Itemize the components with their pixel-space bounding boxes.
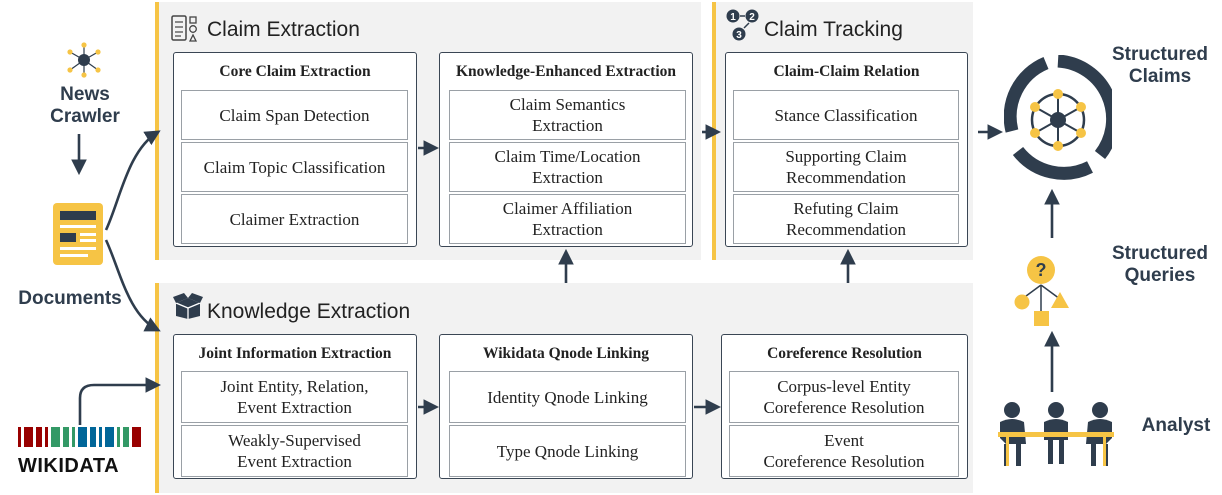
claim-topic-classification: Claim Topic Classification [181,142,408,192]
knowledge-enhanced-extraction-title: Knowledge-Enhanced Extraction [455,63,677,80]
structured-queries-label: Structured Queries [1111,243,1209,286]
svg-text:3: 3 [736,30,742,41]
claimer-extraction: Claimer Extraction [181,194,408,244]
knowledge-extraction-title: Knowledge Extraction [207,300,411,323]
document-icon [52,202,104,266]
structured-claims-icon [1003,54,1120,183]
coreference-resolution-title: Coreference Resolution [767,345,922,362]
documents-label: Documents [18,288,122,309]
structured-claims-label: Structured Claims [1111,44,1209,87]
wikidata-to-joint-extraction-arrow [78,377,162,425]
type-qnode-linking: Type Qnode Linking [449,425,686,477]
documents-to-claim-extraction-arrow [104,130,161,231]
core-claim-extraction-title: Core Claim Extraction [219,63,371,80]
analyst-label: Analyst [1141,415,1211,436]
claim-extraction-title: Claim Extraction [207,18,360,41]
weakly-supervised-event-extraction: Weakly-Supervised Event Extraction [181,425,408,477]
claim-time-location-extraction: Claim Time/Location Extraction [449,142,686,192]
structured-queries-icon: ? [1010,255,1072,330]
news-crawler-label: News Crawler [50,84,120,127]
joint-entity-relation-event-extraction: Joint Entity, Relation, Event Extraction [181,371,408,423]
knowledge-enhanced-extraction-box: Knowledge-Enhanced Extraction Claim Sema… [439,52,693,247]
refuting-claim-recommendation: Refuting Claim Recommendation [733,194,959,244]
coreference-resolution-box: Coreference Resolution Corpus-level Enti… [721,334,968,479]
claim-claim-relation-title: Claim-Claim Relation [773,63,920,80]
steps-icon: 1 2 3 [725,6,761,42]
box-icon [172,290,204,320]
corpus-level-entity-coreference: Corpus-level Entity Coreference Resoluti… [729,371,959,423]
event-coreference-resolution: Event Coreference Resolution [729,425,959,477]
checklist-icon [170,14,204,44]
documents-to-knowledge-extraction-arrow [104,239,161,332]
wikidata-qnode-linking-title: Wikidata Qnode Linking [483,345,649,362]
core-claim-extraction-box: Core Claim Extraction Claim Span Detecti… [173,52,417,247]
joint-information-extraction-box: Joint Information Extraction Joint Entit… [173,334,417,479]
joint-information-extraction-title: Joint Information Extraction [198,345,392,362]
crawler-network-icon [64,42,104,78]
wikidata-logo [18,427,142,479]
svg-text:1: 1 [730,12,736,23]
wikidata-qnode-linking-box: Wikidata Qnode Linking Identity Qnode Li… [439,334,693,479]
claim-semantics-extraction: Claim Semantics Extraction [449,90,686,140]
svg-text:?: ? [1036,260,1047,280]
claim-span-detection: Claim Span Detection [181,90,408,140]
claim-tracking-title: Claim Tracking [764,18,903,41]
claim-claim-relation-box: Claim-Claim Relation Stance Classificati… [725,52,968,247]
identity-qnode-linking: Identity Qnode Linking [449,371,686,423]
svg-text:2: 2 [749,12,755,23]
supporting-claim-recommendation: Supporting Claim Recommendation [733,142,959,192]
wikidata-wordmark: WIKIDATA [18,455,120,477]
claimer-affiliation-extraction: Claimer Affiliation Extraction [449,194,686,244]
stance-classification: Stance Classification [733,90,959,140]
analyst-icon [996,398,1116,468]
